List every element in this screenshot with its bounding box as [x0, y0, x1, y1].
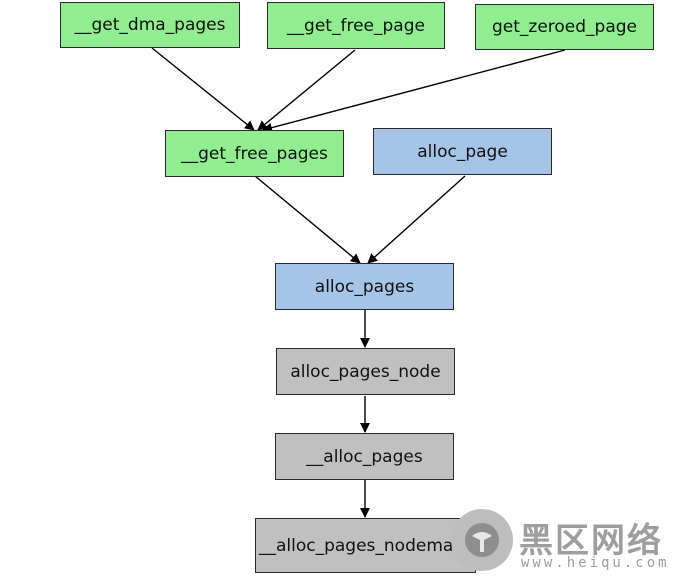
node-get-free-pages: __get_free_pages: [165, 130, 344, 177]
node-label: __alloc_pages: [306, 446, 423, 467]
edge-get-dma-pages-to-get-free-pages: [151, 47, 255, 131]
edge-alloc-page-to-alloc-pages: [367, 175, 466, 264]
node-label: alloc_page: [417, 141, 508, 162]
node-label: __get_free_pages: [181, 143, 328, 164]
node-get-dma-pages: __get_dma_pages: [60, 2, 240, 48]
node-alloc-pages-nodemask: __alloc_pages_nodemask: [255, 518, 476, 573]
node-get-zeroed-page: get_zeroed_page: [475, 4, 654, 50]
watermark-url: www.heiqu.com: [521, 555, 670, 571]
node-label: __get_dma_pages: [74, 15, 226, 35]
node-label: alloc_pages_node: [290, 361, 441, 382]
edge-get-zeroed-page-to-get-free-pages: [262, 49, 566, 133]
node-label: get_zeroed_page: [491, 17, 638, 37]
node-label: alloc_pages: [314, 276, 415, 297]
watermark-logo-icon: [451, 509, 513, 571]
node-get-free-page: __get_free_page: [267, 2, 445, 49]
edge-get-free-pages-to-alloc-pages: [254, 175, 361, 264]
watermark-title: 黑区网络: [519, 521, 663, 561]
node-alloc-pages: alloc_pages: [275, 263, 454, 310]
node-label: __alloc_pages_nodemask: [258, 535, 473, 556]
edge-get-free-page-to-get-free-pages: [257, 49, 356, 131]
watermark: 黑区网络 www.heiqu.com: [451, 509, 681, 581]
node-label: __get_free_page: [287, 15, 425, 36]
node-alloc-page: alloc_page: [373, 128, 552, 175]
node-alloc-pages-node: alloc_pages_node: [276, 348, 455, 395]
node-alloc-pages-internal: __alloc_pages: [275, 433, 454, 480]
